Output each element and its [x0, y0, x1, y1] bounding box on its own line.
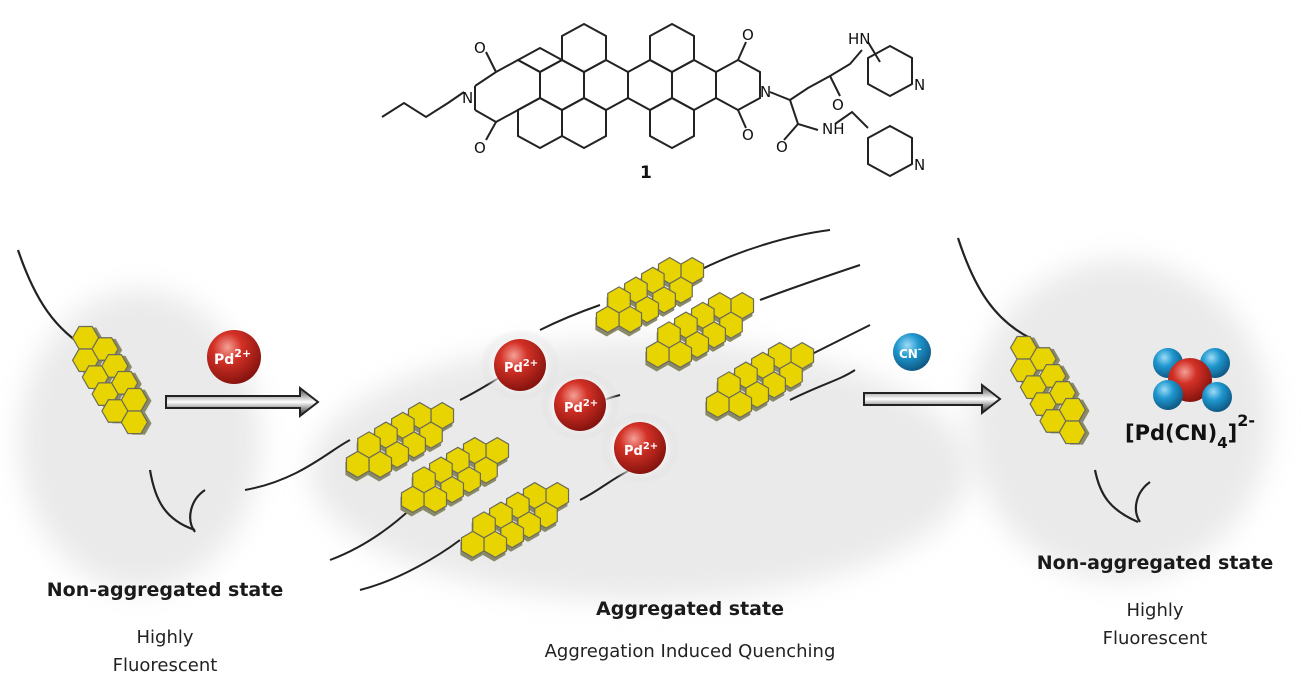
left-state-line2: Fluorescent [112, 655, 218, 676]
aggregated-stacks: Pd2+ Pd2+ Pd2+ [244, 229, 871, 591]
left-state-line1: Highly [136, 627, 194, 648]
hexagon [345, 450, 370, 479]
hexagon [460, 530, 485, 559]
perylene-hexagon-stack [460, 481, 570, 562]
pd-sphere [207, 330, 261, 384]
svg-text:Pd2+: Pd2+ [504, 358, 538, 376]
perylene-hexagon-stack [1009, 335, 1090, 445]
nitrogen-label: N [760, 83, 771, 101]
cyanide-ion-reagent: CN- [893, 333, 931, 371]
compound-number: 1 [640, 163, 652, 183]
oxygen-label: O [832, 96, 844, 114]
reaction-arrow-1 [165, 385, 320, 419]
right-monomer [956, 237, 1151, 524]
middle-state-title: Aggregated state [596, 598, 784, 620]
pd-ion-bridge: Pd2+ [540, 369, 620, 441]
left-state-title: Non-aggregated state [46, 579, 284, 601]
left-monomer [16, 249, 206, 533]
pyridine-nitrogen-label: N [914, 156, 925, 174]
perylene-hexagon-stack [71, 325, 152, 435]
pd-ion-reagent: Pd2+ [207, 330, 261, 384]
oxygen-label: O [474, 139, 486, 157]
right-state-title: Non-aggregated state [1036, 552, 1274, 574]
perylene-hexagon-stack [595, 256, 705, 337]
pd-ion-bridge: Pd2+ [600, 412, 680, 484]
hexagon [400, 485, 425, 514]
svg-text:Pd2+: Pd2+ [214, 347, 251, 368]
perylene-hexagon-stack [400, 436, 510, 517]
perylene-bisimide-structure [381, 22, 913, 178]
right-state-line1: Highly [1126, 600, 1184, 621]
right-state-line2: Fluorescent [1102, 628, 1208, 649]
svg-text:[Pd(CN)4]2-: [Pd(CN)4]2- [1125, 411, 1255, 452]
perylene-hexagon-stack [345, 401, 455, 482]
oxygen-label: O [474, 39, 486, 57]
amide-nh-label: NH [822, 120, 845, 138]
amide-nh-label: HN [848, 30, 871, 48]
pyridine-nitrogen-label: N [914, 76, 925, 94]
perylene-hexagon-stack [705, 341, 815, 422]
oxygen-label: O [742, 126, 754, 144]
svg-text:Pd2+: Pd2+ [564, 398, 598, 416]
molecule-atom-labels: O O N O O N O O HN NH N N 1 [462, 26, 925, 183]
reaction-arrow-2 [863, 382, 1002, 416]
hexagon [120, 410, 149, 435]
hexagon [595, 305, 620, 334]
hexagon [645, 340, 670, 369]
perylene-hexagon-stack [645, 291, 755, 372]
oxygen-label: O [776, 138, 788, 156]
svg-text:Pd2+: Pd2+ [624, 441, 658, 459]
middle-state-line1: Aggregation Induced Quenching [544, 641, 836, 662]
svg-text:CN-: CN- [899, 345, 922, 361]
oxygen-label: O [742, 26, 754, 44]
pd-ion-bridge: Pd2+ [480, 329, 560, 401]
nitrogen-label: N [462, 89, 473, 107]
hexagon [705, 390, 730, 419]
tetracyanopalladate-complex: [Pd(CN)4]2- [1125, 348, 1255, 452]
hexagon [1058, 420, 1087, 445]
